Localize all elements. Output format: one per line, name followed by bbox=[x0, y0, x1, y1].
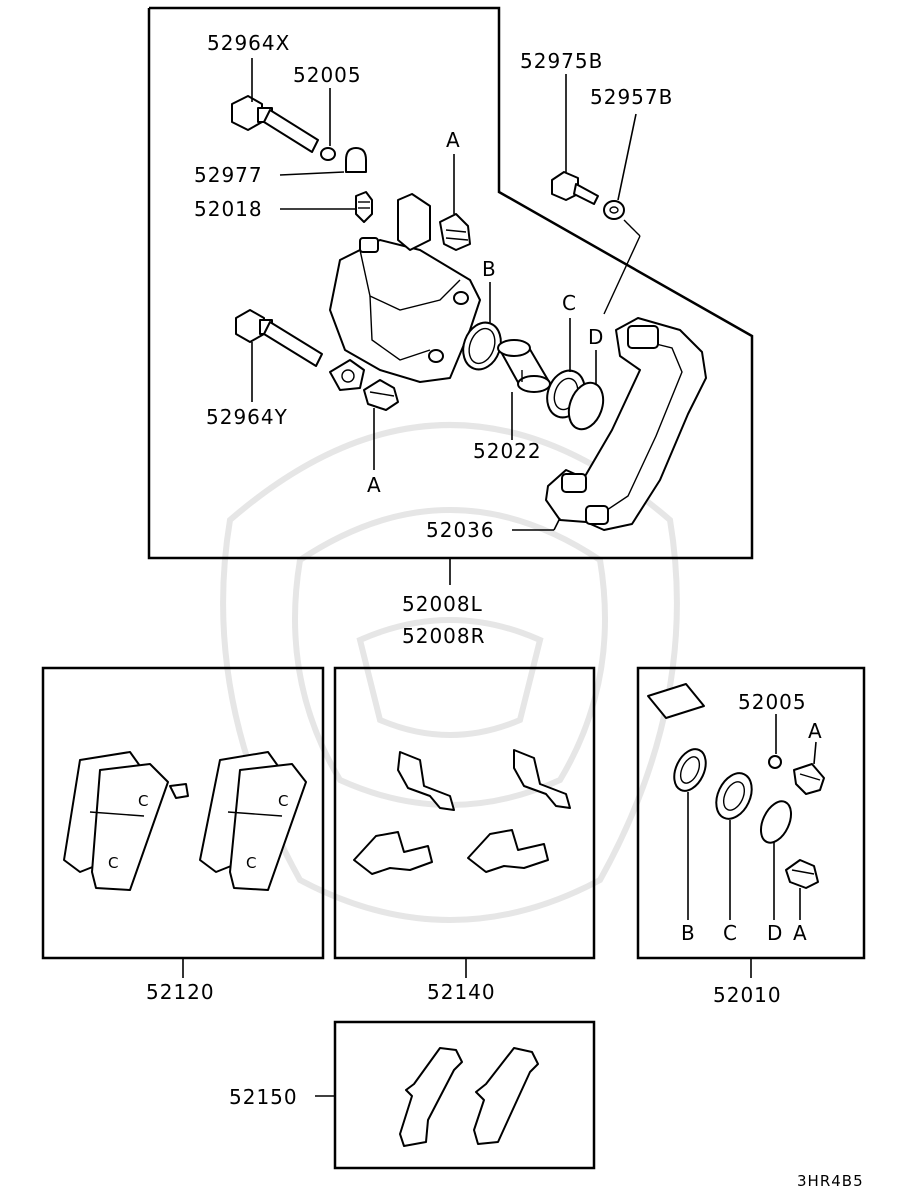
kit-label-52005: 52005 bbox=[738, 690, 807, 714]
pad-clip-upper-right[interactable] bbox=[513, 749, 571, 809]
pad-clip-lower-left[interactable] bbox=[353, 831, 433, 875]
guide-boot-upper[interactable] bbox=[439, 213, 471, 251]
piston-ring[interactable] bbox=[563, 378, 609, 434]
kit-boot-bottom[interactable] bbox=[785, 859, 819, 889]
piston-boot[interactable] bbox=[457, 317, 507, 374]
caliper-support[interactable] bbox=[545, 317, 707, 531]
label-ref-C: C bbox=[562, 291, 577, 315]
svg-text:C: C bbox=[278, 792, 289, 810]
kit-label-ref-C: C bbox=[723, 921, 738, 945]
svg-text:C: C bbox=[108, 854, 119, 872]
brake-pad-set-right[interactable]: C C bbox=[199, 751, 307, 891]
guide-boot-lower[interactable] bbox=[363, 379, 399, 411]
pad-shim-right[interactable] bbox=[473, 1047, 539, 1145]
label-ref-D: D bbox=[588, 325, 604, 349]
kit-label-ref-B: B bbox=[681, 921, 696, 945]
label-ref-A-top: A bbox=[446, 128, 461, 152]
kit-label-ref-A-top: A bbox=[808, 719, 823, 743]
kit-boot-top[interactable] bbox=[793, 763, 825, 795]
bleeder-cap[interactable] bbox=[345, 147, 367, 173]
caliper-assembly-box bbox=[147, 6, 754, 585]
kit-label-ref-A-bottom: A bbox=[793, 921, 808, 945]
caliper-body[interactable] bbox=[329, 193, 481, 391]
lock-washer[interactable] bbox=[603, 200, 625, 220]
part-number-52140: 52140 bbox=[427, 980, 496, 1004]
grease-pack[interactable] bbox=[647, 683, 705, 719]
label-52018: 52018 bbox=[194, 197, 263, 221]
kit-ring[interactable] bbox=[755, 797, 797, 848]
pad-clip-upper-left[interactable] bbox=[397, 751, 455, 811]
label-52975B: 52975B bbox=[520, 49, 603, 73]
part-number-52008R: 52008R bbox=[402, 624, 486, 648]
shim-box bbox=[315, 1020, 596, 1170]
support-bolt[interactable] bbox=[551, 171, 599, 205]
part-number-52010: 52010 bbox=[713, 983, 782, 1007]
kit-bushing[interactable] bbox=[768, 755, 782, 769]
label-52957B: 52957B bbox=[590, 85, 673, 109]
label-ref-B: B bbox=[482, 257, 497, 281]
label-52977: 52977 bbox=[194, 163, 263, 187]
brake-pad-box bbox=[41, 666, 325, 978]
part-number-52120: 52120 bbox=[146, 980, 215, 1004]
diagram-code: 3HR4B5 bbox=[797, 1172, 864, 1187]
caliper-piston[interactable] bbox=[497, 339, 551, 393]
brake-pad-set-left[interactable]: C C bbox=[63, 751, 189, 891]
pad-clip-lower-right[interactable] bbox=[467, 829, 549, 873]
guide-pin-upper[interactable] bbox=[231, 95, 319, 153]
label-52022: 52022 bbox=[473, 439, 542, 463]
label-52964Y: 52964Y bbox=[206, 405, 288, 429]
label-52964X: 52964X bbox=[207, 31, 290, 55]
guide-pin-lower[interactable] bbox=[235, 309, 323, 367]
label-ref-A-bottom: A bbox=[367, 473, 382, 497]
kit-piston-seal[interactable] bbox=[709, 767, 758, 824]
svg-text:C: C bbox=[138, 792, 149, 810]
svg-text:C: C bbox=[246, 854, 257, 872]
part-number-52008L: 52008L bbox=[402, 592, 483, 616]
part-number-52150: 52150 bbox=[229, 1085, 298, 1109]
pad-shim-left[interactable] bbox=[399, 1047, 463, 1147]
bushing-52005[interactable] bbox=[320, 147, 336, 161]
kit-dust-boot[interactable] bbox=[668, 744, 712, 796]
bleeder-screw[interactable] bbox=[355, 191, 373, 223]
pad-clip-box bbox=[333, 666, 596, 978]
kit-label-ref-D: D bbox=[767, 921, 783, 945]
label-52005: 52005 bbox=[293, 63, 362, 87]
label-52036: 52036 bbox=[426, 518, 495, 542]
seal-kit-box bbox=[636, 666, 866, 978]
